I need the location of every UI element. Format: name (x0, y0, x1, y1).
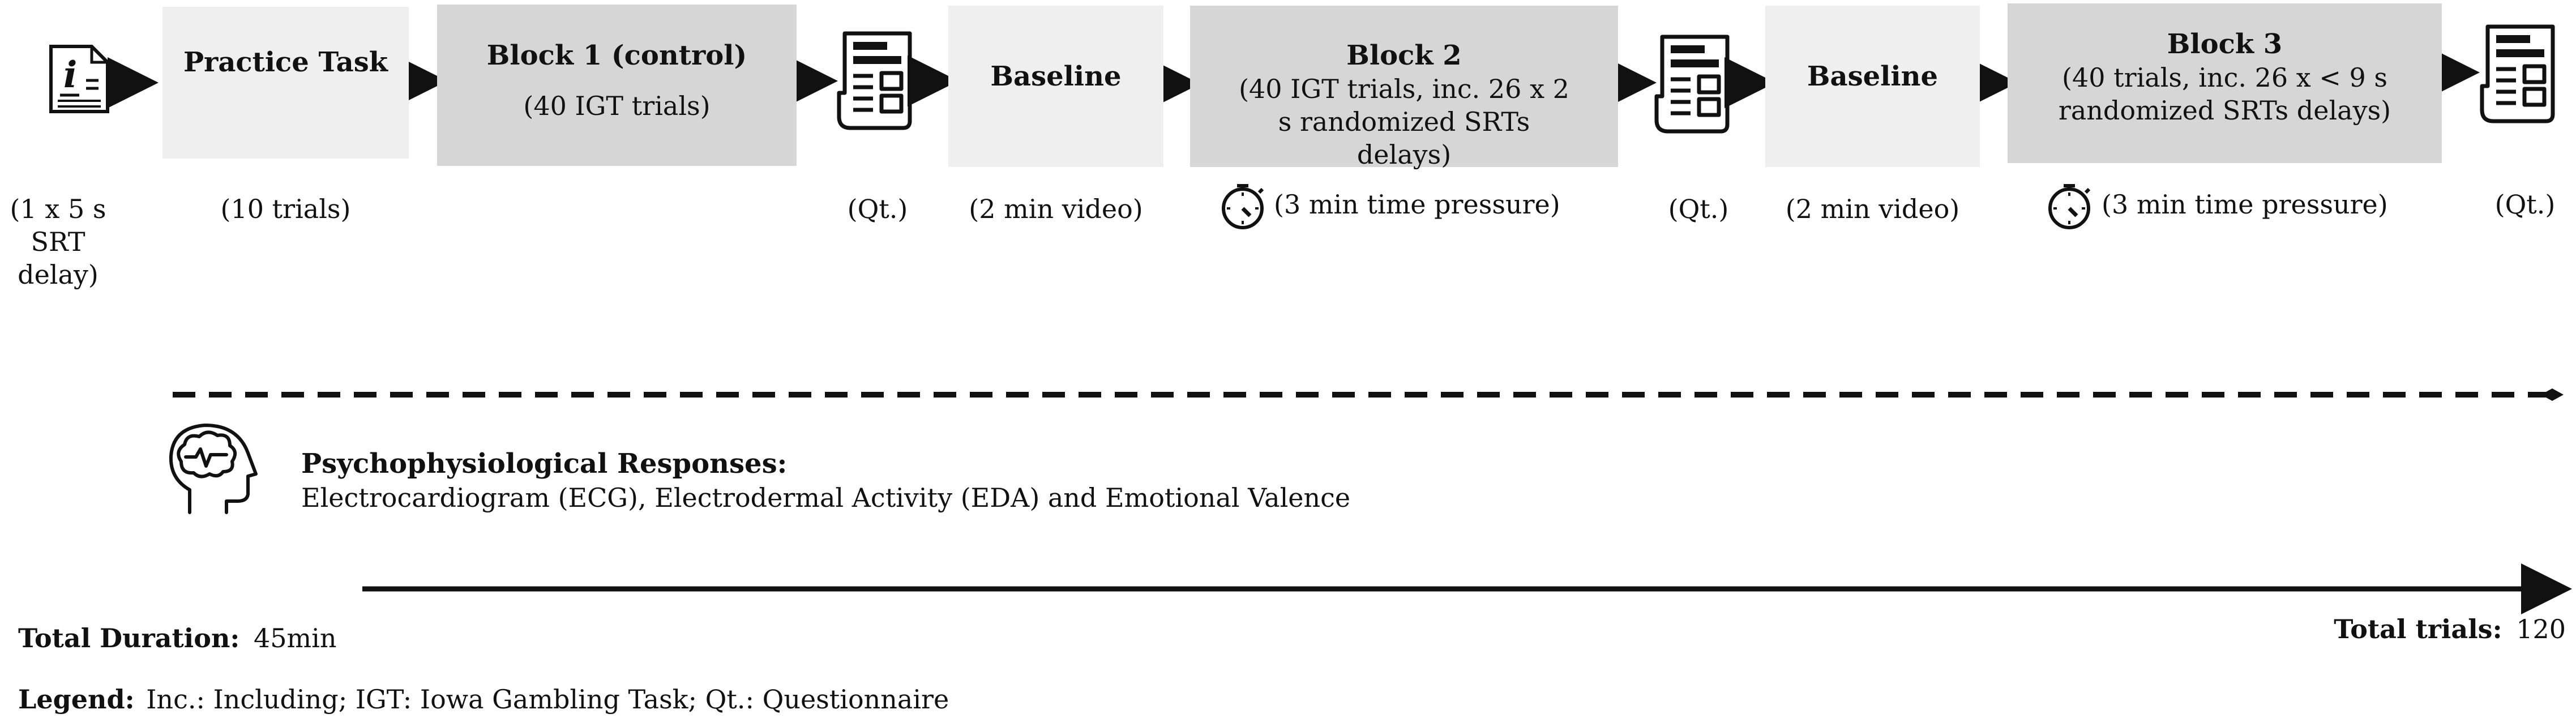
info-delay-label: (1 x 5 s SRT delay) (10, 194, 106, 290)
block1-subtitle: (40 IGT trials) (523, 91, 711, 121)
block2-detail: (3 min time pressure) (1274, 189, 1560, 220)
baseline2-title: Baseline (1807, 61, 1939, 92)
block3-detail: (3 min time pressure) (2102, 189, 2388, 220)
block1-box: Block 1 (control) (40 IGT trials) (437, 5, 797, 166)
block2-subtitle: (40 IGT trials, inc. 26 x 2 s randomized… (1239, 74, 1569, 170)
brain-head-icon (169, 424, 258, 514)
qt1-label: (Qt.) (847, 194, 908, 224)
baseline2-detail: (2 min video) (1785, 194, 1960, 224)
svg-text:i: i (63, 54, 77, 96)
legend-text: Inc.: Including; IGT: Iowa Gambling Task… (146, 684, 949, 715)
psycho-description: Electrocardiogram (ECG), Electrodermal A… (301, 482, 1351, 513)
block3-box: Block 3 (40 trials, inc. 26 x < 9 s rand… (2008, 3, 2442, 163)
total-duration: Total Duration: 45min (18, 622, 337, 655)
practice-task-box: Practice Task (162, 7, 409, 159)
legend: Legend: Inc.: Including; IGT: Iowa Gambl… (18, 683, 949, 716)
stopwatch-icon (2050, 186, 2089, 228)
baseline1-title: Baseline (990, 61, 1122, 92)
stopwatch-icon (1223, 186, 1263, 228)
total-trials-value: 120 (2516, 614, 2566, 644)
flow-arrows (108, 47, 2480, 109)
total-trials: Total trials: 120 (2334, 613, 2566, 646)
total-duration-value: 45min (254, 623, 337, 653)
block2-box: Block 2 (40 IGT trials, inc. 26 x 2 s ra… (1190, 6, 1618, 170)
qt3-label: (Qt.) (2494, 189, 2556, 220)
timeline-diamond-end (2541, 388, 2564, 401)
block2-title: Block 2 (1346, 40, 1462, 71)
questionnaire-icon (2482, 27, 2553, 121)
baseline2-box: Baseline (1765, 6, 1980, 167)
baseline1-detail: (2 min video) (969, 194, 1143, 224)
legend-label: Legend: (18, 684, 135, 715)
total-duration-label: Total Duration: (18, 623, 240, 653)
practice-task-detail: (10 trials) (220, 194, 351, 224)
questionnaire-icon (839, 33, 910, 128)
info-document-icon: i (49, 45, 109, 113)
qt2-label: (Qt.) (1668, 194, 1729, 224)
block3-subtitle: (40 trials, inc. 26 x < 9 s randomized S… (2058, 62, 2391, 126)
practice-task-title: Practice Task (183, 46, 388, 78)
block1-title: Block 1 (control) (486, 40, 747, 71)
psycho-heading: Psychophysiological Responses: (301, 448, 788, 480)
baseline1-box: Baseline (948, 6, 1163, 167)
total-trials-label: Total trials: (2334, 614, 2502, 644)
block3-title: Block 3 (2167, 28, 2283, 60)
questionnaire-icon (1657, 37, 1727, 131)
